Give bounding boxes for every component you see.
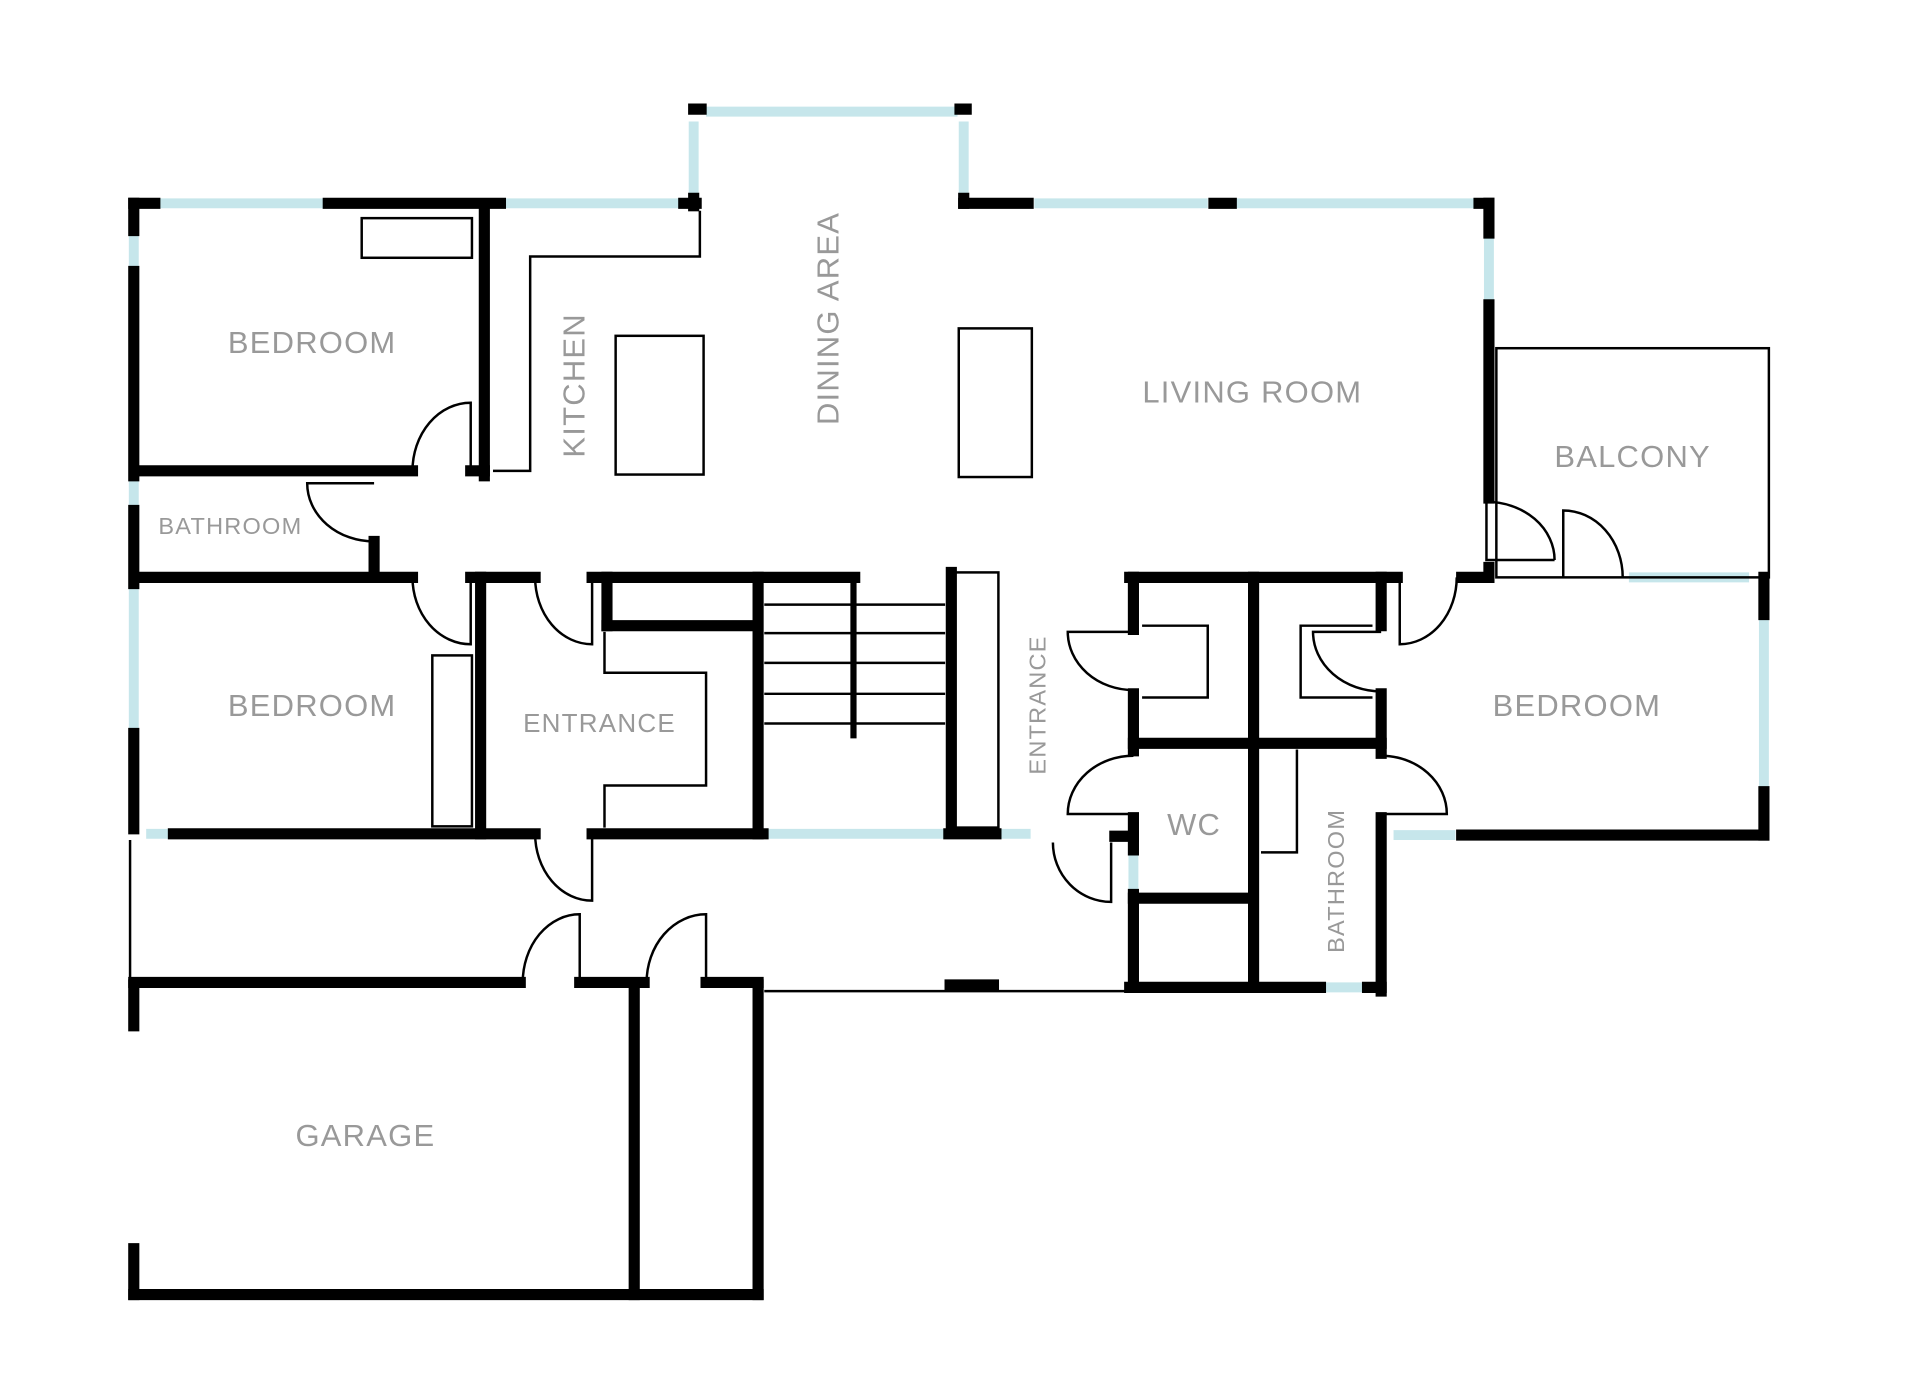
room-label-bedroom: BEDROOM bbox=[1493, 688, 1662, 723]
kitchen-island bbox=[614, 334, 705, 476]
balcony-outline bbox=[1495, 346, 1771, 579]
closet bbox=[1142, 624, 1209, 699]
sofa bbox=[957, 327, 1034, 479]
room-label-kitchen: KITCHEN bbox=[557, 313, 592, 458]
kitchen-counter bbox=[493, 210, 702, 473]
door[interactable] bbox=[521, 913, 581, 983]
door[interactable] bbox=[533, 577, 594, 646]
room-label-entrance: ENTRANCE bbox=[1024, 635, 1050, 774]
entrance-closet bbox=[603, 631, 708, 828]
closet bbox=[431, 654, 474, 828]
door[interactable] bbox=[645, 913, 708, 983]
door[interactable] bbox=[1485, 500, 1556, 562]
closet bbox=[1299, 624, 1373, 699]
room-label-bathroom: BATHROOM bbox=[158, 513, 302, 539]
room-label-dining: DINING AREA bbox=[811, 212, 846, 425]
room-label-garage: GARAGE bbox=[295, 1118, 435, 1153]
room-label-bedroom: BEDROOM bbox=[228, 688, 397, 723]
door[interactable] bbox=[1311, 630, 1382, 693]
room-label-bedroom: BEDROOM bbox=[228, 325, 397, 360]
staircase bbox=[764, 577, 946, 739]
door[interactable] bbox=[1051, 842, 1113, 904]
room-label-balcony: BALCONY bbox=[1554, 439, 1711, 474]
windows bbox=[128, 106, 1769, 993]
doors[interactable] bbox=[305, 401, 1624, 983]
door[interactable] bbox=[411, 401, 472, 471]
door[interactable] bbox=[533, 833, 594, 902]
fixtures bbox=[128, 210, 1771, 993]
walls bbox=[128, 103, 1770, 1301]
room-label-living-room: LIVING ROOM bbox=[1142, 375, 1362, 410]
bath-partition bbox=[1261, 749, 1299, 854]
door[interactable] bbox=[1066, 754, 1134, 816]
room-label-entrance: ENTRANCE bbox=[523, 708, 676, 738]
door[interactable] bbox=[411, 577, 472, 646]
door[interactable] bbox=[1398, 577, 1458, 646]
door[interactable] bbox=[1562, 509, 1624, 578]
room-label-wc: WC bbox=[1167, 807, 1221, 842]
door[interactable] bbox=[1381, 754, 1449, 816]
door[interactable] bbox=[305, 481, 375, 543]
room-label-bathroom: BATHROOM bbox=[1323, 809, 1349, 953]
wardrobe bbox=[360, 216, 474, 260]
door[interactable] bbox=[1066, 630, 1134, 692]
stair-landing bbox=[952, 571, 1000, 829]
